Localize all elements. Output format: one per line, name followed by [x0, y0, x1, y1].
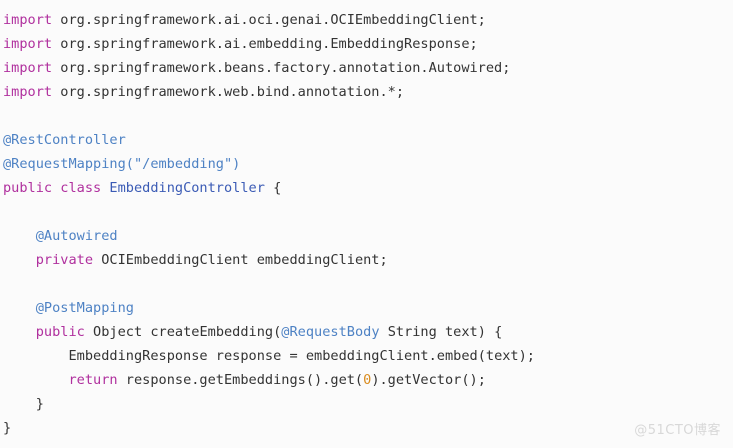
code-token-keyword: import — [3, 36, 53, 52]
code-token-plain: org.springframework.ai.embedding.Embeddi… — [52, 36, 478, 52]
watermark: @51CTO博客 — [634, 423, 721, 438]
code-line: @RestController — [0, 128, 733, 152]
code-token-keyword: import — [3, 84, 53, 100]
code-token-plain — [3, 252, 36, 268]
code-token-plain — [3, 348, 68, 364]
code-line: } — [0, 416, 733, 440]
code-token-annotation: @RequestBody — [281, 324, 380, 340]
code-line: import org.springframework.beans.factory… — [0, 56, 733, 80]
code-token-plain — [3, 324, 36, 340]
code-token-annotation: @Autowired — [35, 228, 118, 244]
code-token-number: 0 — [363, 372, 372, 388]
code-token-plain: org.springframework.beans.factory.annota… — [52, 60, 511, 76]
code-token-plain — [3, 372, 68, 388]
code-line: EmbeddingResponse response = embeddingCl… — [0, 344, 733, 368]
code-token-keyword: return — [68, 372, 118, 388]
code-line: @RequestMapping("/embedding") — [0, 152, 733, 176]
code-token-plain: } — [3, 396, 44, 412]
code-token-method-name: createEmbedding — [150, 324, 274, 340]
code-token-annotation: @RequestMapping("/embedding") — [3, 156, 241, 172]
code-token-plain: ( — [273, 324, 282, 340]
code-line: private OCIEmbeddingClient embeddingClie… — [0, 248, 733, 272]
code-line: } — [0, 392, 733, 416]
code-token-keyword: public — [35, 324, 85, 340]
code-token-class-name: EmbeddingController — [109, 180, 265, 196]
code-line: public class EmbeddingController { — [0, 176, 733, 200]
code-token-plain: = embeddingClient.embed(text); — [281, 348, 535, 364]
code-token-annotation: @PostMapping — [35, 300, 134, 316]
code-token-plain: { — [264, 180, 282, 196]
code-line: @PostMapping — [0, 296, 733, 320]
code-token-keyword: private — [35, 252, 94, 268]
code-token-plain: response.getEmbeddings().get( — [117, 372, 364, 388]
code-token-plain: String text) { — [379, 324, 503, 340]
code-line: import org.springframework.ai.oci.genai.… — [0, 8, 733, 32]
code-line: import org.springframework.web.bind.anno… — [0, 80, 733, 104]
code-line: return response.getEmbeddings().get(0).g… — [0, 368, 733, 392]
code-token-annotation: @RestController — [3, 132, 126, 148]
code-token-plain — [3, 228, 36, 244]
code-token-plain: } — [3, 420, 12, 436]
code-line — [0, 104, 733, 128]
code-token-keyword: public class — [3, 180, 102, 196]
code-token-plain — [3, 300, 36, 316]
code-token-plain: Object — [84, 324, 151, 340]
code-token-plain: org.springframework.web.bind.annotation.… — [52, 84, 405, 100]
code-token-plain: OCIEmbeddingClient embeddingClient; — [93, 252, 388, 268]
code-token-declaration: EmbeddingResponse response — [68, 348, 282, 364]
code-token-plain: org.springframework.ai.oci.genai.OCIEmbe… — [52, 12, 486, 28]
code-line — [0, 272, 733, 296]
code-line: @Autowired — [0, 224, 733, 248]
code-token-keyword: import — [3, 12, 53, 28]
code-line — [0, 200, 733, 224]
code-token-keyword: import — [3, 60, 53, 76]
code-token-plain: ).getVector(); — [371, 372, 486, 388]
code-line: public Object createEmbedding(@RequestBo… — [0, 320, 733, 344]
code-line: import org.springframework.ai.embedding.… — [0, 32, 733, 56]
code-viewer[interactable]: import org.springframework.ai.oci.genai.… — [0, 8, 733, 440]
